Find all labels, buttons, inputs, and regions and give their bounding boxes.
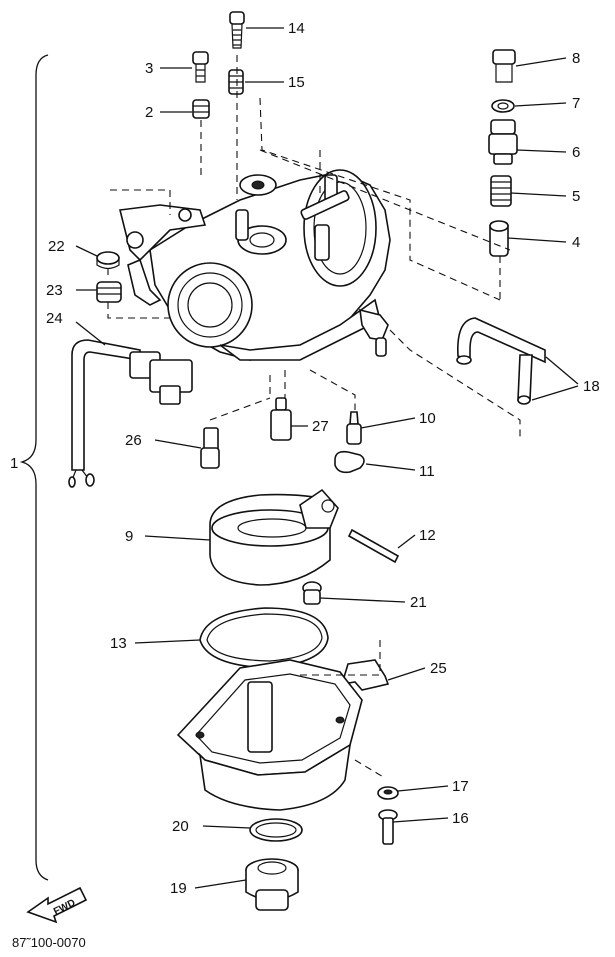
callout-8: 8	[572, 50, 580, 67]
callout-27: 27	[312, 418, 329, 435]
callout-labels: 14 3 15 2 8 7 6 5 4 22 23 24 18 26 27 10…	[10, 20, 600, 897]
callout-15: 15	[288, 74, 305, 91]
bowl-screw	[378, 809, 398, 845]
callout-26: 26	[125, 432, 142, 449]
pilot-spring	[228, 69, 244, 95]
callout-10: 10	[419, 410, 436, 427]
callout-4: 4	[572, 234, 580, 251]
starter-plunger	[489, 220, 509, 257]
float	[209, 488, 339, 586]
callout-17: 17	[452, 778, 469, 795]
throttle-cap	[96, 251, 120, 270]
callout-9: 9	[125, 528, 133, 545]
float-bowl-gasket	[199, 607, 329, 669]
plunger-washer	[491, 99, 515, 113]
callout-19: 19	[170, 880, 187, 897]
float-pin	[347, 528, 400, 564]
throttle-spring	[96, 281, 122, 303]
callout-25: 25	[430, 660, 447, 677]
alignment-lines	[107, 55, 521, 779]
callout-16: 16	[452, 810, 469, 827]
callout-2: 2	[145, 104, 153, 121]
callout-22: 22	[48, 238, 65, 255]
callout-7: 7	[572, 95, 580, 112]
vent-hose	[456, 317, 546, 405]
callout-23: 23	[46, 282, 63, 299]
pilot-jet	[270, 397, 292, 441]
throttle-stop-screw	[192, 51, 209, 83]
bowl-washer	[377, 786, 399, 800]
needle-clip	[334, 450, 365, 474]
callout-3: 3	[145, 60, 153, 77]
callout-6: 6	[572, 144, 580, 161]
callout-1: 1	[10, 455, 18, 472]
carburetor-body	[119, 169, 391, 361]
plunger-cap-bolt	[492, 49, 516, 83]
float-bowl	[176, 659, 363, 811]
callout-13: 13	[110, 635, 127, 652]
callout-5: 5	[572, 188, 580, 205]
drawing-code: 87˜100-0070	[12, 935, 86, 950]
plunger-spring	[490, 175, 512, 207]
float-screw	[302, 581, 322, 605]
assembly-bracket	[19, 54, 49, 881]
leader-lines	[75, 27, 579, 889]
callout-14: 14	[288, 20, 305, 37]
callout-11: 11	[419, 463, 435, 480]
callout-12: 12	[419, 527, 436, 544]
pilot-screw	[229, 11, 245, 49]
drain-plug	[245, 858, 299, 911]
callout-21: 21	[410, 594, 427, 611]
drain-gasket	[249, 818, 303, 842]
callout-20: 20	[172, 818, 189, 835]
callout-24: 24	[46, 310, 63, 327]
throttle-stop-spring	[192, 99, 210, 119]
main-jet	[200, 427, 220, 469]
plunger-nut	[488, 119, 518, 165]
callout-18: 18	[583, 378, 600, 395]
needle-valve	[346, 411, 362, 445]
fwd-arrow-icon: FWD	[26, 886, 88, 924]
sensor-harness	[68, 339, 193, 488]
